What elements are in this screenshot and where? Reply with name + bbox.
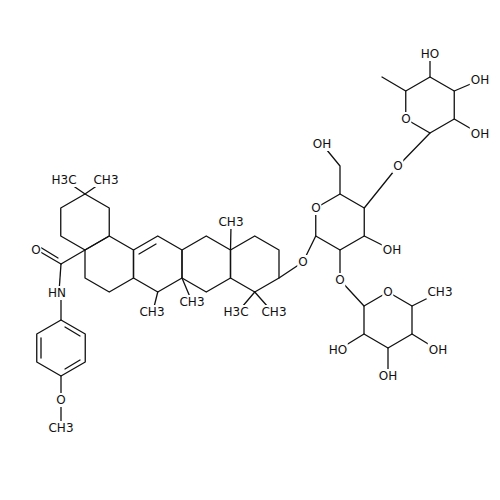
atom-label: O (334, 273, 345, 287)
atom-label: OH (470, 73, 490, 87)
double-bond (40, 247, 58, 258)
double-bond (139, 244, 156, 254)
phenyl-ring (37, 320, 86, 376)
sugar-ring (406, 77, 455, 133)
atom-label: CH3 (47, 421, 74, 435)
atom-label: CH3 (92, 173, 119, 187)
atom-label: CH3 (178, 295, 205, 309)
atom-label: O (297, 255, 308, 269)
ring-e (61, 194, 110, 250)
atom-label: HO (420, 47, 440, 61)
ring-d (85, 236, 134, 292)
sugar-ring (316, 194, 365, 250)
atom-label: O (55, 393, 66, 407)
atom-label: O (392, 159, 403, 173)
ring-b (182, 236, 231, 292)
ring-c (134, 236, 183, 292)
atom-label: OH (470, 127, 490, 141)
atom-label: O (382, 285, 393, 299)
atom-label: H3C (222, 305, 249, 319)
atom-label: O (30, 243, 41, 257)
double-bond (40, 338, 41, 358)
atom-label: HO (328, 343, 348, 357)
atom-label: HN (47, 286, 67, 300)
double-bond (65, 327, 80, 336)
ring-a (231, 236, 280, 292)
atom-label: CH3 (138, 305, 165, 319)
double-bond (65, 360, 80, 369)
bond (382, 77, 406, 91)
atom-label: O (310, 201, 321, 215)
atom-label: OH (428, 343, 448, 357)
atom-label: OH (382, 243, 402, 257)
atom-label: CH3 (260, 305, 287, 319)
bond (322, 144, 340, 194)
atom-label: H3C (50, 173, 77, 187)
sugar-ring (364, 292, 412, 348)
atom-label: CH3 (426, 285, 453, 299)
bond (230, 226, 232, 250)
bond (61, 250, 85, 264)
atom-label: OH (378, 369, 398, 383)
atom-label: OH (312, 137, 332, 151)
atom-label: O (400, 112, 411, 126)
atom-label: CH3 (217, 215, 244, 229)
